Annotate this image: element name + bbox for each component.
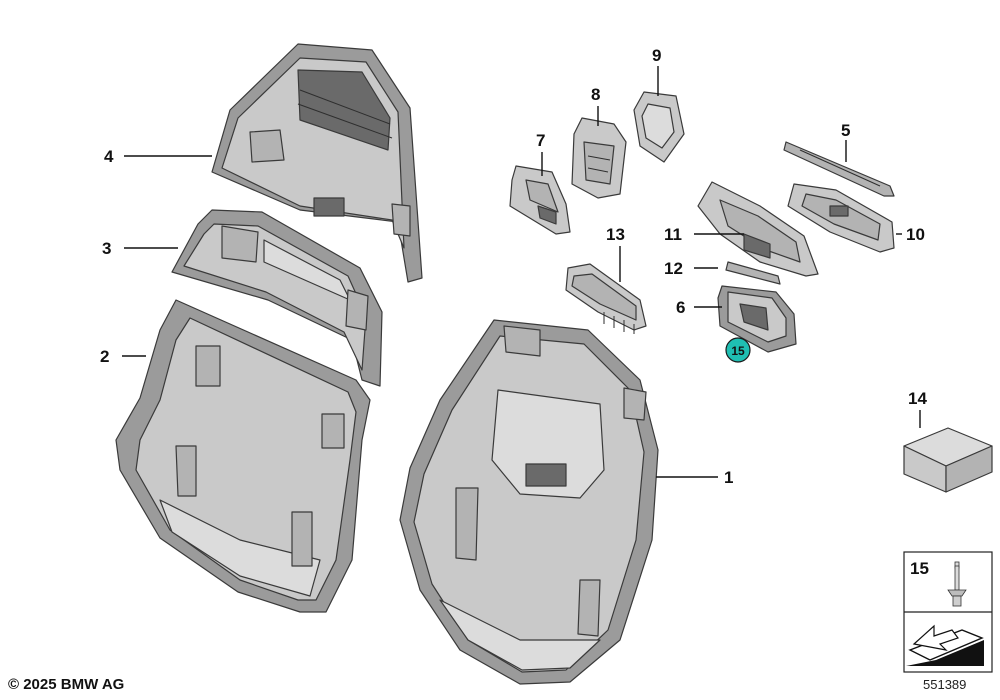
part-12-strip[interactable]: [725, 261, 781, 285]
part-1-backrest-shell-right[interactable]: [399, 319, 659, 685]
part-8-adjuster[interactable]: [571, 117, 627, 199]
callout-9: 9: [652, 46, 661, 65]
installation-arrow-icon: [906, 624, 984, 666]
callout-13: 13: [606, 225, 625, 244]
callout-15: 15: [910, 559, 929, 578]
callout-10: 10: [906, 225, 925, 244]
part-7-bracket[interactable]: [509, 165, 571, 235]
part-5-strip[interactable]: [783, 141, 895, 197]
callout-1: 1: [724, 468, 733, 487]
callout-2: 2: [100, 347, 109, 366]
part-2-backrest-shell-left[interactable]: [115, 299, 371, 613]
rivet-legend-box: [903, 551, 993, 673]
callout-12: 12: [664, 259, 683, 278]
copyright-text: © 2025 BMW AG: [8, 676, 125, 693]
part-15-badge[interactable]: 15: [725, 337, 751, 363]
part-3-trim-frame[interactable]: [171, 209, 383, 387]
part-13-toothed-bracket[interactable]: [565, 263, 647, 334]
callout-7: 7: [536, 131, 545, 150]
part-4-upper-trim[interactable]: [211, 43, 423, 283]
document-number: 551389: [923, 677, 967, 692]
callout-4: 4: [104, 147, 114, 166]
callout-6: 6: [676, 298, 685, 317]
part-14-box[interactable]: [903, 427, 993, 493]
part-10-tray[interactable]: [787, 183, 895, 253]
callout-11: 11: [664, 225, 682, 244]
part-6-control-unit[interactable]: [717, 285, 797, 353]
rivet-icon: [947, 561, 967, 607]
callout-14: 14: [908, 389, 927, 408]
part-15-badge-label: 15: [731, 344, 745, 358]
callout-8: 8: [591, 85, 600, 104]
callout-3: 3: [102, 239, 111, 258]
part-9-ring-frame[interactable]: [633, 91, 685, 163]
part-11-mounting-plate[interactable]: [697, 181, 819, 277]
callout-5: 5: [841, 121, 850, 140]
